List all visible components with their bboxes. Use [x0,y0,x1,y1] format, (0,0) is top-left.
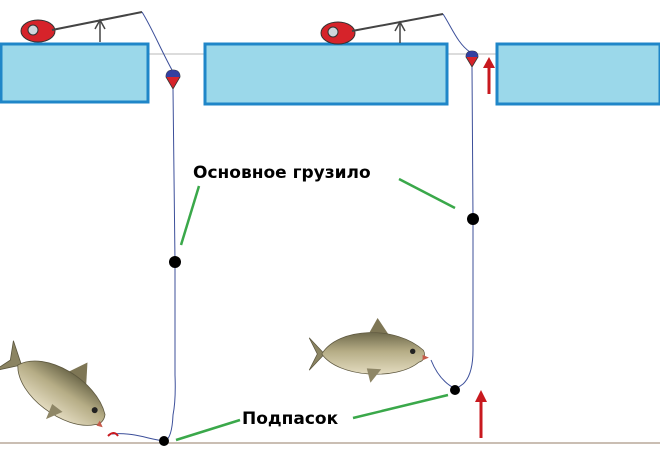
fishing-line-left-top [141,11,173,71]
up-arrow-icon [483,57,495,94]
hook-left [107,432,119,437]
sinker-icon [159,436,169,446]
ice-block-right [495,42,660,106]
pointer-line [179,185,201,246]
pointer-line [352,393,449,420]
fishing-line-right [455,66,474,390]
float-icon [465,50,479,68]
sinker-icon [450,385,460,395]
ice-block-middle [203,42,449,106]
ice-block-left [0,42,150,104]
fish-icon [0,340,106,428]
fishing-rod-icon [320,13,444,45]
pointer-line [398,177,456,210]
lower-sinker-label: Подпасок [242,409,339,429]
fishing-line-left [164,88,176,442]
fishing-line-right-top [442,13,471,53]
sinker-icon [467,213,479,225]
sinker-icon [169,256,181,268]
fishing-rod-icon [20,11,143,43]
up-arrow-icon [475,390,487,438]
main-sinker-label: Основное грузило [193,163,371,183]
hook-line-right [430,359,457,390]
hook-line-left [111,433,166,442]
pointer-line [175,418,241,442]
fish-icon [308,318,429,383]
float-icon [165,69,181,90]
